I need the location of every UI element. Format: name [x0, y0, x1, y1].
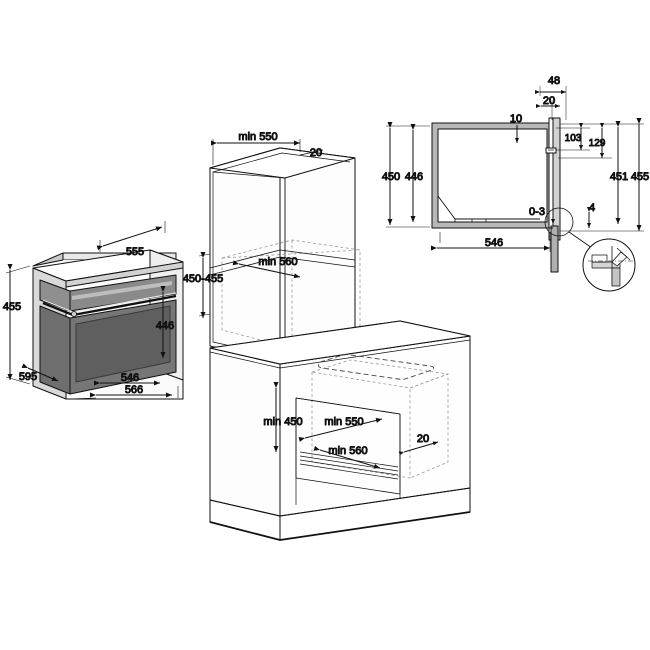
dim-section-handle-pos: 129	[589, 138, 606, 149]
dim-section-clearance: 0-3	[529, 206, 545, 218]
dim-section-total-height: 455	[631, 171, 649, 183]
dim-product-body-width: 546	[121, 372, 139, 384]
dim-lower-height: min 450	[263, 416, 302, 428]
dim-section-overall-height: 450	[382, 171, 400, 183]
dim-section-inner-offset: 20	[543, 95, 555, 107]
dim-section-front-offset: 48	[548, 75, 560, 87]
dim-lower-depth: min 560	[328, 445, 367, 457]
dim-section-cavity-height: 446	[405, 171, 423, 183]
dim-section-handle-top: 103	[565, 133, 582, 144]
dim-cabinet-niche-width: min 550	[238, 131, 277, 143]
oven-product-view: 455 555 446 595 546 566	[2, 221, 184, 400]
dim-section-bottom-gap: 4	[589, 202, 595, 214]
dim-lower-width: min 550	[324, 416, 363, 428]
oven-section-view: 450 446 10 48 20 103 129 451 455 0-3	[381, 75, 650, 292]
cabinet-installation-view: min 550 20 min 560 450-455	[182, 131, 471, 541]
dim-product-height-right: 446	[156, 320, 174, 332]
dim-cabinet-niche-depth: min 560	[258, 256, 297, 268]
dim-section-door-height: 451	[610, 171, 628, 183]
dim-cabinet-niche-height: 450-455	[183, 273, 223, 285]
dim-product-height-left: 455	[3, 301, 21, 313]
dim-product-depth-top: 555	[126, 246, 144, 258]
dim-product-overall-width: 566	[125, 384, 143, 396]
dim-lower-gap: 20	[417, 433, 429, 445]
dim-section-body-depth: 546	[485, 237, 503, 249]
hinge-detail-circle	[544, 207, 636, 292]
dim-section-top-gap: 10	[510, 113, 522, 125]
dim-product-front-width: 595	[19, 371, 37, 383]
dim-cabinet-gap-top: 20	[310, 147, 322, 159]
